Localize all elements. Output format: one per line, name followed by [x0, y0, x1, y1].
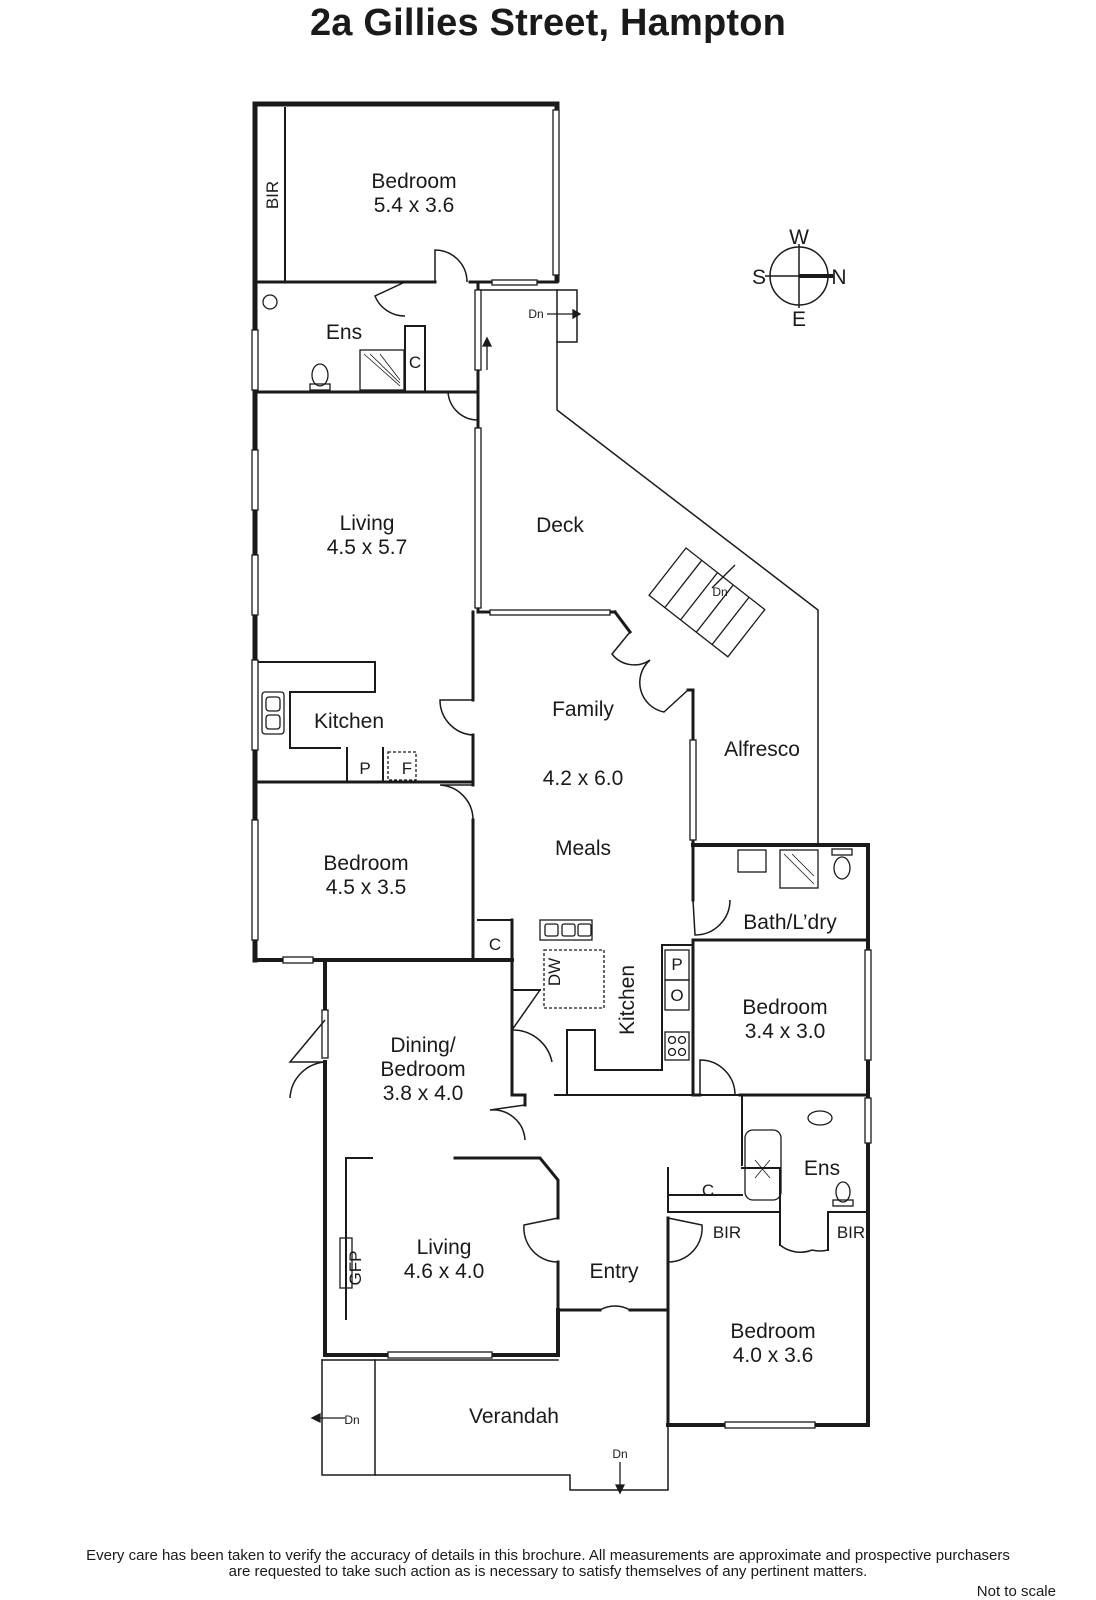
room-c-mid: C: [489, 935, 501, 954]
cooktop-icon: [664, 1031, 690, 1061]
room-bir-bottom-right: BIR: [837, 1223, 865, 1242]
fireplace-label: GFP: [346, 1251, 365, 1286]
toilet-icon: [311, 363, 329, 387]
room-alfresco: Alfresco: [724, 738, 800, 761]
stairs-icon: [648, 547, 766, 658]
dishwasher-icon: [543, 949, 605, 1009]
bath-icon: [744, 1129, 782, 1201]
room-bir-bottom-left: BIR: [713, 1223, 741, 1242]
room-bedroom-bottom-size: 4.0 x 3.6: [733, 1344, 814, 1367]
room-kitchen-mid: Kitchen: [616, 965, 639, 1035]
room-entry: Entry: [589, 1260, 639, 1283]
room-living-bottom-name: Living: [417, 1236, 472, 1259]
pantry-top: P: [359, 759, 370, 778]
doors: [288, 249, 829, 1311]
room-bir-top: BIR: [263, 181, 282, 209]
sink-icon: [261, 691, 285, 735]
compass-icon: [765, 244, 833, 308]
dn-label: Dn: [612, 1447, 627, 1461]
shower-icon: [779, 849, 819, 889]
room-bedroom-mid-size: 4.5 x 3.5: [326, 876, 407, 899]
room-deck: Deck: [536, 514, 584, 537]
room-family-meals: Meals: [555, 837, 611, 860]
room-c-top: C: [409, 353, 421, 372]
room-dining-line2: Bedroom: [380, 1058, 465, 1081]
oven-mid: O: [670, 986, 683, 1005]
room-living-top-name: Living: [340, 512, 395, 535]
washer-icon: [737, 849, 767, 873]
room-ens-bottom: Ens: [804, 1157, 840, 1180]
compass-n: N: [831, 266, 846, 289]
room-bedroom-right-name: Bedroom: [742, 996, 827, 1019]
windows: [251, 109, 872, 1429]
fridge-top: F: [402, 759, 412, 778]
dn-label: Dn: [344, 1413, 359, 1427]
room-dining-line1: Dining/: [390, 1034, 456, 1057]
room-bedroom-mid-name: Bedroom: [323, 852, 408, 875]
room-ens-top: Ens: [326, 321, 362, 344]
room-bedroom-bottom-name: Bedroom: [730, 1320, 815, 1343]
room-living-bottom-size: 4.6 x 4.0: [404, 1260, 485, 1283]
room-c-bottom: C: [702, 1181, 714, 1200]
room-bedroom-top-name: Bedroom: [371, 170, 456, 193]
room-bedroom-right-size: 3.4 x 3.0: [745, 1020, 826, 1043]
dn-label: Dn: [528, 307, 543, 321]
room-verandah: Verandah: [469, 1405, 559, 1428]
room-kitchen-top: Kitchen: [314, 710, 384, 733]
basin-icon: [807, 1110, 833, 1126]
compass-w: W: [789, 226, 809, 249]
scale-note: Not to scale: [976, 1583, 1056, 1600]
basin-icon: [262, 294, 278, 310]
room-family-size: 4.2 x 6.0: [543, 767, 624, 790]
floor-plan: W S N E Bedroom 5.4 x 3.6 BIR Ens C Livi…: [251, 101, 872, 1495]
room-dining-size: 3.8 x 4.0: [383, 1082, 464, 1105]
arrows: [310, 308, 736, 1495]
shower-icon: [359, 349, 405, 391]
disclaimer-line-1: Every care has been taken to verify the …: [86, 1547, 1010, 1564]
room-living-top-size: 4.5 x 5.7: [327, 536, 408, 559]
compass-s: S: [752, 266, 766, 289]
disclaimer-line-2: are requested to take such action as is …: [228, 1563, 868, 1580]
pantry-mid: P: [671, 955, 682, 974]
page-title: 2a Gillies Street, Hampton: [309, 2, 787, 44]
room-family-name: Family: [552, 698, 614, 721]
room-bedroom-top-size: 5.4 x 3.6: [374, 194, 455, 217]
toilet-icon: [835, 1181, 851, 1203]
sink-icon: [539, 919, 593, 941]
dn-label: Dn: [712, 585, 727, 599]
toilet-icon: [833, 856, 851, 880]
dishwasher-label: DW: [545, 958, 564, 986]
room-bath-ldry: Bath/L’dry: [743, 911, 837, 934]
fixtures: [261, 294, 854, 1320]
compass-e: E: [792, 308, 806, 331]
